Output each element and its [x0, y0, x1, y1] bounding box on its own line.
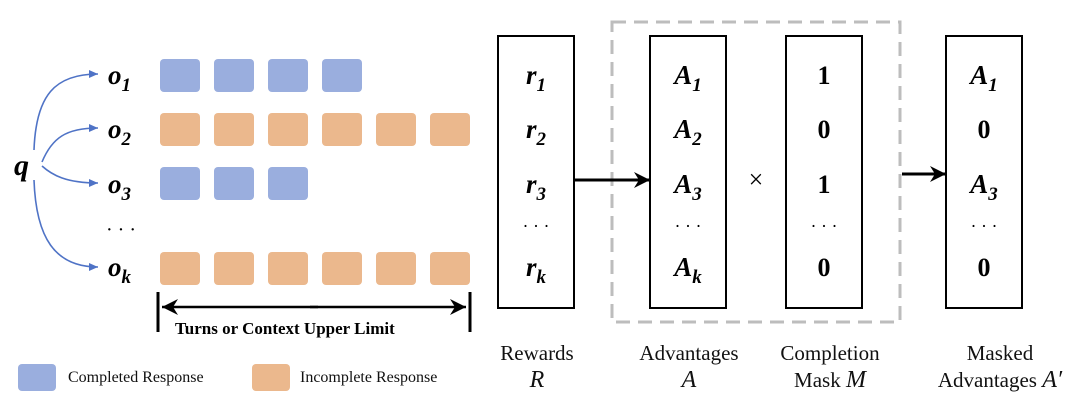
upper-limit-bracket [156, 292, 472, 332]
branch-arrows [33, 70, 99, 271]
reward-cell: r3 [526, 169, 546, 205]
completed-token-block [268, 167, 308, 200]
rewards-caption-symbol: R [529, 367, 545, 393]
completed-token-block [214, 167, 254, 200]
mask-box [785, 35, 863, 309]
completed-token-block [214, 59, 254, 92]
advantage-cell: A1 [672, 60, 702, 96]
incomplete-token-block [430, 252, 470, 285]
advantage-ellipsis: · · · [675, 216, 702, 236]
output-label-ok: ok [108, 252, 132, 288]
mask-caption-text: Completion [780, 341, 880, 365]
incomplete-token-block [268, 252, 308, 285]
incomplete-token-block [430, 113, 470, 146]
branch-arrow-o2 [41, 124, 99, 163]
advantage-cell: A3 [672, 169, 702, 205]
masked-cell: 0 [978, 253, 991, 282]
incomplete-token-block [376, 252, 416, 285]
mask-cell: 1 [818, 61, 831, 90]
advantage-cell: A2 [672, 114, 702, 150]
incomplete-token-block [160, 113, 200, 146]
legend-completed-swatch [18, 364, 56, 391]
query-symbol: q [14, 149, 29, 182]
advantages-column: A1 A2 A3 · · · Ak [672, 60, 702, 288]
legend-incomplete-label: Incomplete Response [300, 369, 438, 386]
advantages-caption-symbol: A [681, 367, 697, 393]
limit-label: Turns or Context Upper Limit [175, 319, 395, 338]
dashed-group-box [610, 20, 902, 324]
rewards-column: r1 r2 r3 · · · rk [523, 60, 550, 288]
mask-caption-text-2: Mask [794, 368, 841, 392]
outputs-ellipsis: · · · [106, 219, 136, 241]
advantages-caption: Advantages A [620, 340, 758, 394]
completed-token-block [160, 59, 200, 92]
rewards-caption-text: Rewards [500, 341, 574, 365]
reward-ellipsis: · · · [523, 216, 550, 236]
masked-caption-text: Masked [966, 341, 1034, 365]
advantages-caption-text: Advantages [639, 341, 739, 365]
output-label-o3: o3 [108, 169, 131, 205]
completed-token-block [322, 59, 362, 92]
branch-arrow-o1 [33, 70, 99, 151]
rewards-box [497, 35, 575, 309]
mask-cell: 1 [818, 170, 831, 199]
mask-cell: 0 [818, 115, 831, 144]
masked-advantages-column: A1 0 A3 · · · 0 [968, 60, 998, 282]
output-label-o2: o2 [108, 114, 132, 150]
incomplete-token-block [322, 113, 362, 146]
incomplete-token-block [160, 252, 200, 285]
incomplete-token-block [214, 113, 254, 146]
completed-token-block [268, 59, 308, 92]
incomplete-token-block [268, 113, 308, 146]
mask-caption-symbol: M [845, 367, 866, 393]
incomplete-token-block [322, 252, 362, 285]
incomplete-token-block [376, 113, 416, 146]
masked-cell: 0 [978, 115, 991, 144]
masked-caption-text-2: Advantages [937, 368, 1037, 392]
advantage-cell: Ak [672, 252, 702, 288]
advantages-box [649, 35, 727, 309]
mask-ellipsis: · · · [811, 216, 838, 236]
reward-cell: r2 [526, 114, 547, 150]
masked-caption: Masked Advantages A′ [924, 340, 1076, 394]
masked-advantages-box [945, 35, 1023, 309]
masked-ellipsis: · · · [971, 216, 998, 236]
times-symbol: × [749, 165, 764, 194]
mask-caption: Completion Mask M [762, 340, 898, 394]
legend-completed-label: Completed Response [68, 369, 204, 386]
output-label-o1: o1 [108, 60, 131, 96]
branch-arrow-o3 [41, 165, 99, 187]
reward-cell: r1 [526, 60, 546, 96]
token-blocks [160, 59, 470, 285]
branch-arrow-ok [33, 179, 99, 271]
legend-incomplete-swatch [252, 364, 290, 391]
reward-cell: rk [526, 252, 547, 288]
masked-cell: A1 [968, 60, 998, 96]
masked-cell: A3 [968, 169, 998, 205]
rewards-caption: Rewards R [482, 340, 592, 394]
masked-caption-symbol: A′ [1042, 367, 1063, 393]
mask-cell: 0 [818, 253, 831, 282]
incomplete-token-block [214, 252, 254, 285]
mask-column: 1 0 1 · · · 0 [811, 61, 838, 282]
completed-token-block [160, 167, 200, 200]
